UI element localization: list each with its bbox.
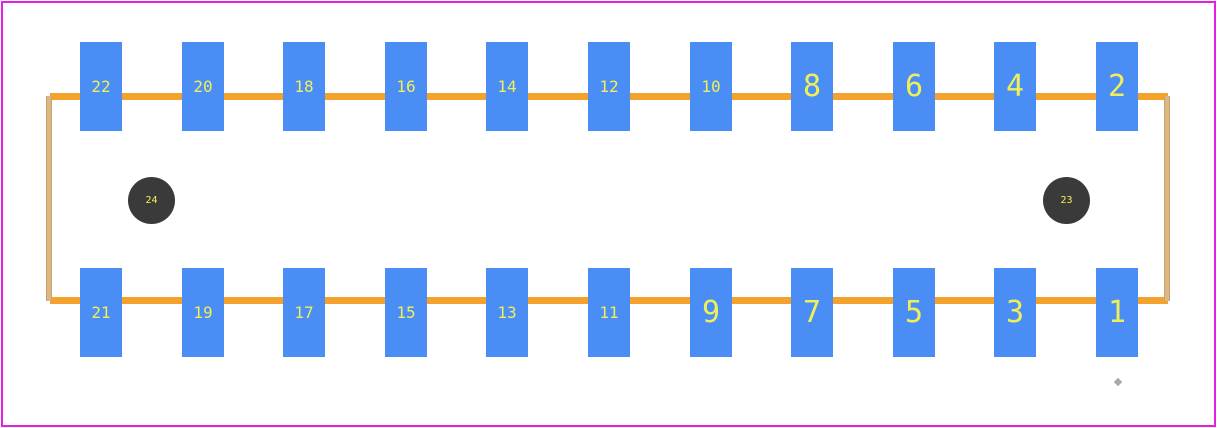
pad-12: 12 — [588, 42, 630, 131]
pad-20: 20 — [182, 42, 224, 131]
pad-10: 10 — [690, 42, 732, 131]
pad-label: 15 — [396, 303, 416, 322]
right-edge-track — [1164, 96, 1170, 301]
pad-label: 21 — [91, 303, 111, 322]
pad-3: 3 — [994, 268, 1036, 357]
pad-6: 6 — [893, 42, 935, 131]
pad-label: 8 — [802, 69, 822, 104]
pad-label: 17 — [294, 303, 314, 322]
pad-13: 13 — [486, 268, 528, 357]
pad-19: 19 — [182, 268, 224, 357]
pad-11: 11 — [588, 268, 630, 357]
pad-label: 1 — [1107, 295, 1127, 330]
pad-4: 4 — [994, 42, 1036, 131]
pad-label: 11 — [599, 303, 619, 322]
pad-label: 18 — [294, 77, 314, 96]
pad-21: 21 — [80, 268, 122, 357]
pad-15: 15 — [385, 268, 427, 357]
pad-label: 7 — [802, 295, 822, 330]
pad-5: 5 — [893, 268, 935, 357]
hole-label: 24 — [145, 195, 158, 206]
pad-label: 22 — [91, 77, 111, 96]
pad-18: 18 — [283, 42, 325, 131]
pad-2: 2 — [1096, 42, 1138, 131]
pad-label: 16 — [396, 77, 416, 96]
mounting-hole-24: 24 — [128, 177, 175, 224]
left-edge-track — [46, 96, 52, 301]
pad-14: 14 — [486, 42, 528, 131]
mounting-hole-23: 23 — [1043, 177, 1090, 224]
pad-1: 1 — [1096, 268, 1138, 357]
pad-label: 13 — [497, 303, 517, 322]
pad-8: 8 — [791, 42, 833, 131]
pad-label: 20 — [193, 77, 213, 96]
pad-label: 12 — [599, 77, 619, 96]
pad-17: 17 — [283, 268, 325, 357]
pad-label: 2 — [1107, 69, 1127, 104]
pad-22: 22 — [80, 42, 122, 131]
pad-label: 3 — [1005, 295, 1025, 330]
pad-label: 5 — [904, 295, 924, 330]
pad-label: 14 — [497, 77, 517, 96]
pad-7: 7 — [791, 268, 833, 357]
pad-label: 6 — [904, 69, 924, 104]
pad-label: 4 — [1005, 69, 1025, 104]
pad-label: 19 — [193, 303, 213, 322]
pad-label: 9 — [701, 295, 721, 330]
pad-16: 16 — [385, 42, 427, 131]
hole-label: 23 — [1060, 195, 1073, 206]
pad-label: 10 — [701, 77, 721, 96]
pad-9: 9 — [690, 268, 732, 357]
